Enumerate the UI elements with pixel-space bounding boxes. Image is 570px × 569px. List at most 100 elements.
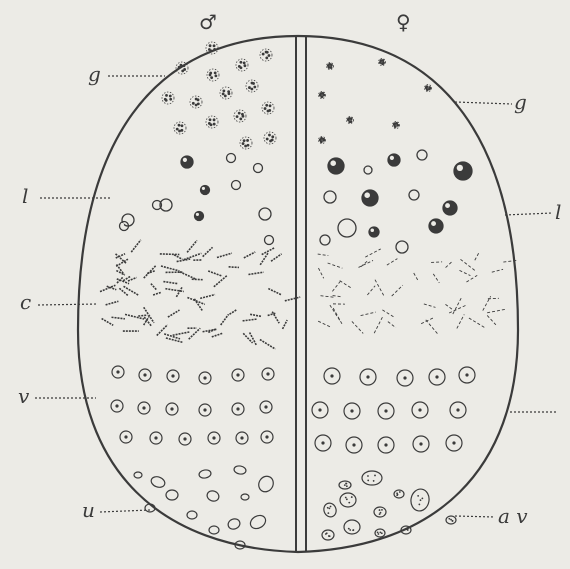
granule-dot xyxy=(222,89,225,92)
vacuole xyxy=(322,530,334,540)
chromatin-rod xyxy=(192,279,203,280)
lipid-globule xyxy=(320,235,330,245)
cell-nucleus xyxy=(236,373,239,376)
lipid-globule xyxy=(396,241,408,253)
label-l-left: l xyxy=(22,186,28,206)
vacuole-dot xyxy=(329,535,331,537)
granule-dot xyxy=(210,76,213,79)
cell-nucleus xyxy=(330,374,333,377)
chromatin-rod xyxy=(119,288,128,296)
cell-nucleus xyxy=(183,437,186,440)
granule-dot xyxy=(264,107,267,110)
chromatin-rod xyxy=(359,260,373,267)
chromatin-rod xyxy=(382,310,395,318)
lipid-globule xyxy=(181,156,193,168)
chromatin-rod xyxy=(166,338,183,342)
granule-dot xyxy=(244,64,247,67)
lipid-highlight xyxy=(398,243,402,247)
chromatin-rod xyxy=(431,262,442,263)
chromatin-rod xyxy=(128,278,137,281)
vacuole-dot xyxy=(421,497,423,499)
granule-dot xyxy=(267,110,270,113)
lipid-globule xyxy=(324,191,336,203)
vacuole-dot xyxy=(353,529,355,531)
chromatin-rod xyxy=(361,260,368,267)
vacuole-dot xyxy=(418,504,420,506)
chromatin-rod xyxy=(161,266,179,271)
granule-dot xyxy=(181,124,184,127)
granule-dot xyxy=(265,56,268,59)
granule-dot xyxy=(213,44,216,47)
chromatin-rod xyxy=(487,309,505,312)
granule-dot xyxy=(268,54,271,57)
vacuole-dot xyxy=(450,519,452,521)
granule-dot xyxy=(176,128,179,131)
granule-dot xyxy=(236,115,239,118)
cell-nucleus xyxy=(366,375,369,378)
vacuole xyxy=(233,465,246,475)
lipid-highlight xyxy=(431,221,436,226)
lipid-highlight xyxy=(202,187,205,190)
chromatin-rod xyxy=(243,319,257,321)
chromatin-rod xyxy=(173,332,190,335)
chromatin-rod xyxy=(333,308,343,325)
granule-dot xyxy=(428,86,431,89)
chromatin-rod xyxy=(271,254,282,261)
granule-dot xyxy=(209,118,212,121)
cell-nucleus xyxy=(321,441,324,444)
chromatin-rod xyxy=(388,322,396,328)
chromatin-rod xyxy=(217,253,232,257)
chromatin-rod xyxy=(177,259,190,262)
chromatin-rod xyxy=(174,255,182,260)
label-c-left: c xyxy=(20,292,31,312)
cell-nucleus xyxy=(266,372,269,375)
granule-dot xyxy=(178,124,181,127)
granule-dot xyxy=(268,134,271,137)
lipid-highlight xyxy=(121,223,124,226)
granule-dot xyxy=(381,59,384,62)
lipid-highlight xyxy=(162,201,166,205)
granule-dot xyxy=(239,61,242,64)
chromatin-rod xyxy=(272,312,279,324)
granule-dot xyxy=(330,64,333,67)
label-l-right: l xyxy=(555,202,561,222)
vacuole xyxy=(340,493,356,507)
chromatin-rod xyxy=(445,304,452,309)
chromatin-rod xyxy=(151,284,157,291)
granule-dot xyxy=(209,72,212,75)
label-v-left: v xyxy=(18,386,29,406)
chromatin-rod xyxy=(212,333,223,337)
granule-dot xyxy=(350,117,353,120)
chromatin-rod xyxy=(283,320,288,329)
vacuole-dot xyxy=(367,480,369,482)
lipid-highlight xyxy=(371,229,375,233)
cell-nucleus xyxy=(403,376,406,379)
chromatin-rod xyxy=(163,282,178,284)
granule-dot xyxy=(243,139,246,142)
chromatin-rod xyxy=(461,259,477,271)
cell-nucleus xyxy=(465,373,468,376)
vacuole-dot xyxy=(374,475,376,477)
chromatin-rod xyxy=(102,319,114,326)
granule-dot xyxy=(213,48,216,51)
lipid-highlight xyxy=(322,237,326,241)
lipid-globule xyxy=(195,212,204,221)
chromatin-rod xyxy=(421,317,434,323)
chromatin-rod xyxy=(340,281,352,289)
cell-nucleus xyxy=(115,404,118,407)
vacuole xyxy=(166,490,178,500)
cell-nucleus xyxy=(384,409,387,412)
chromatin-rod xyxy=(367,286,375,295)
granule-dot xyxy=(322,138,325,141)
lipid-globule xyxy=(338,219,356,237)
vacuole-dot xyxy=(345,483,347,485)
lipid-highlight xyxy=(445,203,450,208)
female-symbol: ♀ xyxy=(396,12,411,32)
chromatin-rod xyxy=(459,270,470,275)
chromatin-rod xyxy=(332,282,340,292)
chromatin-rod xyxy=(153,292,161,295)
vacuole-dot xyxy=(325,533,327,535)
chromatin-rod xyxy=(248,272,263,274)
lipid-highlight xyxy=(266,237,269,240)
